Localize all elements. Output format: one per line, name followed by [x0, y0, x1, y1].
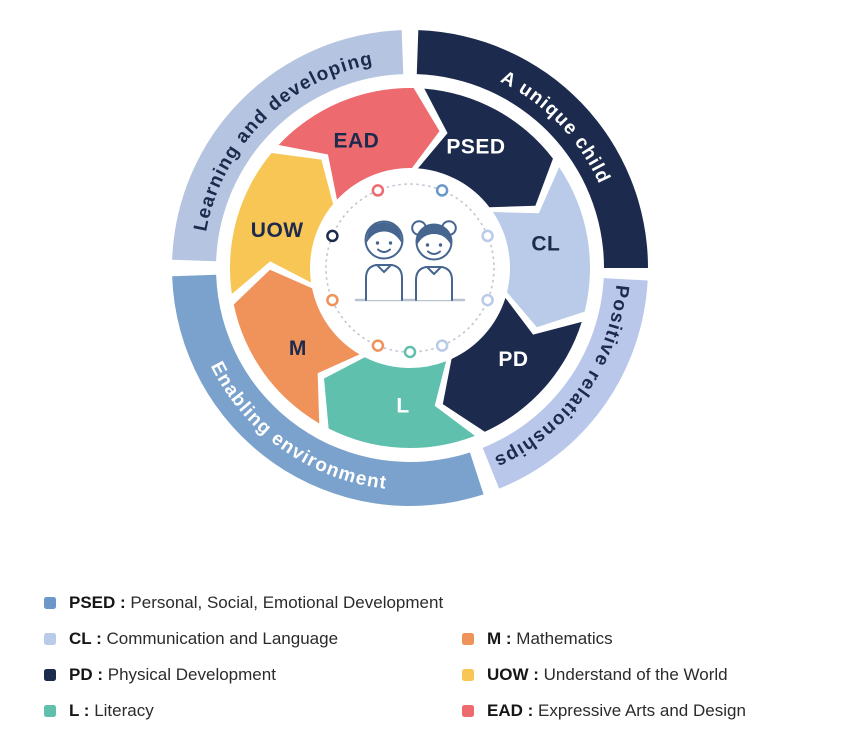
boy-smile [377, 248, 391, 253]
legend-column-left: PSED : Personal, Social, Emotional Devel… [44, 592, 462, 722]
legend-swatch-pd [44, 669, 56, 681]
legend-item-m: M : Mathematics [462, 628, 746, 650]
ring-arc-positive [482, 278, 648, 489]
boy-eye-right [388, 241, 393, 245]
legend-separator: : [522, 701, 539, 720]
legend-item-uow: UOW : Understand of the World [462, 664, 746, 686]
girl-eye-left [425, 243, 430, 247]
legend-separator: : [528, 665, 544, 684]
ring-arc-unique [416, 30, 648, 268]
boy-collar [376, 264, 392, 273]
legend-abbr: L [69, 701, 80, 720]
girl-collar [426, 266, 442, 275]
legend-swatch-uow [462, 669, 474, 681]
legend-desc: Personal, Social, Emotional Development [130, 593, 444, 612]
legend-desc: Physical Development [107, 665, 276, 684]
hub-dot [403, 345, 417, 359]
segment-l [324, 357, 475, 449]
legend-separator: : [91, 629, 107, 648]
segment-pd [442, 297, 582, 432]
children-icon [354, 220, 466, 302]
ring-arc-learning [172, 30, 404, 262]
legend-item-cl: CL : Communication and Language [44, 628, 462, 650]
legend-abbr: UOW [487, 665, 529, 684]
legend-separator: : [115, 593, 131, 612]
hub-dot [481, 229, 494, 243]
segment-cl [492, 167, 590, 328]
segment-psed [417, 88, 553, 208]
hub-dot [371, 184, 385, 197]
segment-label-cl: CL [531, 233, 560, 256]
legend-desc: Communication and Language [106, 629, 339, 648]
legend-column-right: M : Mathematics UOW : Understand of the … [462, 628, 746, 722]
hub-dotted-circle [325, 183, 495, 353]
segment-uow [230, 152, 334, 294]
girl-eye-right [438, 243, 443, 247]
girl-body [415, 266, 453, 301]
hub-dot [326, 229, 339, 243]
legend-abbr: PD [69, 665, 93, 684]
legend-swatch-psed [44, 597, 56, 609]
legend-swatch-m [462, 633, 474, 645]
legend-swatch-l [44, 705, 56, 717]
legend: PSED : Personal, Social, Emotional Devel… [0, 560, 844, 722]
legend-desc: Expressive Arts and Design [538, 701, 746, 720]
segment-label-m: M [289, 337, 307, 360]
legend-abbr: M [487, 629, 502, 648]
legend-separator: : [501, 629, 517, 648]
segment-m [233, 269, 360, 424]
legend-item-l: L : Literacy [44, 700, 462, 722]
legend-separator: : [79, 701, 95, 720]
boy-hair [366, 222, 402, 243]
hub-dot [435, 184, 449, 197]
legend-swatch-ead [462, 705, 474, 717]
segment-ead [278, 88, 440, 200]
legend-item-pd: PD : Physical Development [44, 664, 462, 686]
girl-smile [427, 250, 441, 255]
legend-desc: Literacy [94, 701, 154, 720]
segment-label-uow: UOW [251, 219, 304, 242]
legend-abbr: PSED [69, 593, 116, 612]
segment-label-ead: EAD [333, 129, 379, 152]
segment-label-pd: PD [498, 348, 528, 371]
hub-dot [371, 339, 385, 352]
legend-item-ead: EAD : Expressive Arts and Design [462, 700, 746, 722]
legend-abbr: CL [69, 629, 92, 648]
boy-body [365, 264, 403, 301]
legend-abbr: EAD [487, 701, 523, 720]
legend-item-psed: PSED : Personal, Social, Emotional Devel… [44, 592, 462, 614]
boy-eye-left [375, 241, 380, 245]
legend-desc: Mathematics [516, 629, 613, 648]
legend-separator: : [92, 665, 108, 684]
segment-label-l: L [396, 394, 409, 417]
girl-hair [416, 225, 452, 245]
hub-dot [481, 293, 494, 307]
legend-swatch-cl [44, 633, 56, 645]
ring-arc-enabling [172, 274, 484, 507]
hub-dot [435, 339, 449, 352]
legend-desc: Understand of the World [543, 665, 728, 684]
segment-label-psed: PSED [446, 135, 505, 158]
hub-dot [326, 293, 339, 307]
